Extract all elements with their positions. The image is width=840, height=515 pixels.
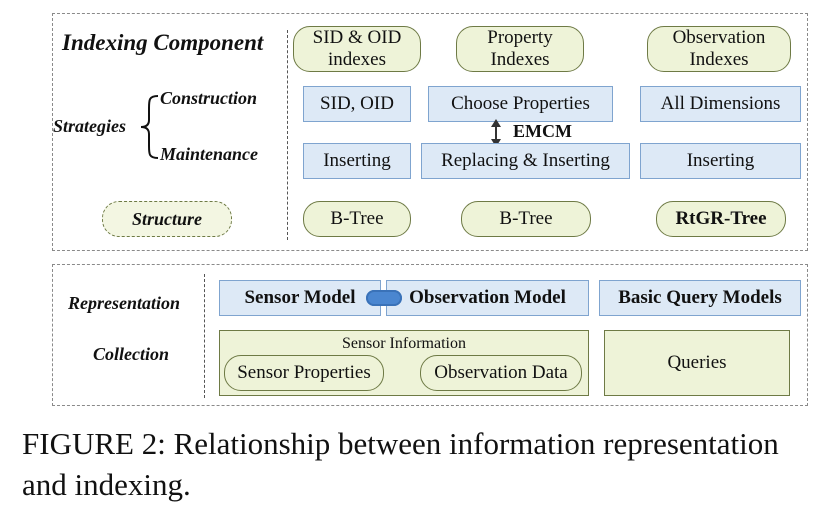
sensor-properties-box: Sensor Properties: [224, 355, 384, 391]
collection-label: Collection: [93, 344, 169, 364]
emcm-label: EMCM: [513, 121, 572, 141]
information-panel: [52, 264, 808, 406]
header-line: Indexes: [490, 49, 550, 70]
structure-observation: RtGR-Tree: [656, 201, 786, 237]
maintenance-label: Maintenance: [160, 144, 259, 164]
header-line: indexes: [327, 49, 387, 70]
maintenance-observation: Inserting: [640, 143, 801, 179]
header-line: Indexes: [689, 49, 749, 70]
construction-all-dimensions: All Dimensions: [640, 86, 801, 122]
header-line: Property: [487, 27, 553, 48]
indexing-divider: [287, 30, 288, 240]
header-line: Observation: [672, 27, 766, 48]
construction-choose-properties: Choose Properties: [428, 86, 613, 122]
structure-sid-oid: B-Tree: [303, 201, 411, 237]
structure-label-box: Structure: [102, 201, 232, 237]
maintenance-sid-oid: Inserting: [303, 143, 411, 179]
observation-model-box: Observation Model: [386, 280, 589, 316]
structure-label: Structure: [131, 209, 203, 229]
basic-query-models-box: Basic Query Models: [599, 280, 801, 316]
sensor-information-label: Sensor Information: [342, 335, 466, 352]
strategies-brace: [140, 95, 159, 159]
figure-caption-line-2: and indexing.: [22, 467, 191, 502]
construction-label: Construction: [160, 88, 258, 108]
indexing-component-panel: [52, 13, 808, 251]
information-divider: [204, 274, 205, 398]
strategies-label: Strategies: [53, 116, 127, 136]
queries-box: Queries: [604, 330, 790, 396]
model-connector-link: [366, 290, 402, 306]
structure-property: B-Tree: [461, 201, 591, 237]
representation-label: Representation: [68, 293, 181, 313]
indexing-component-title: Indexing Component: [62, 30, 264, 55]
sensor-model-box: Sensor Model: [219, 280, 381, 316]
observation-data-box: Observation Data: [420, 355, 582, 391]
maintenance-property: Replacing & Inserting: [421, 143, 630, 179]
figure-caption-line-1: FIGURE 2: Relationship between informati…: [22, 426, 779, 461]
header-line: SID & OID: [312, 27, 402, 48]
construction-sid-oid: SID, OID: [303, 86, 411, 122]
